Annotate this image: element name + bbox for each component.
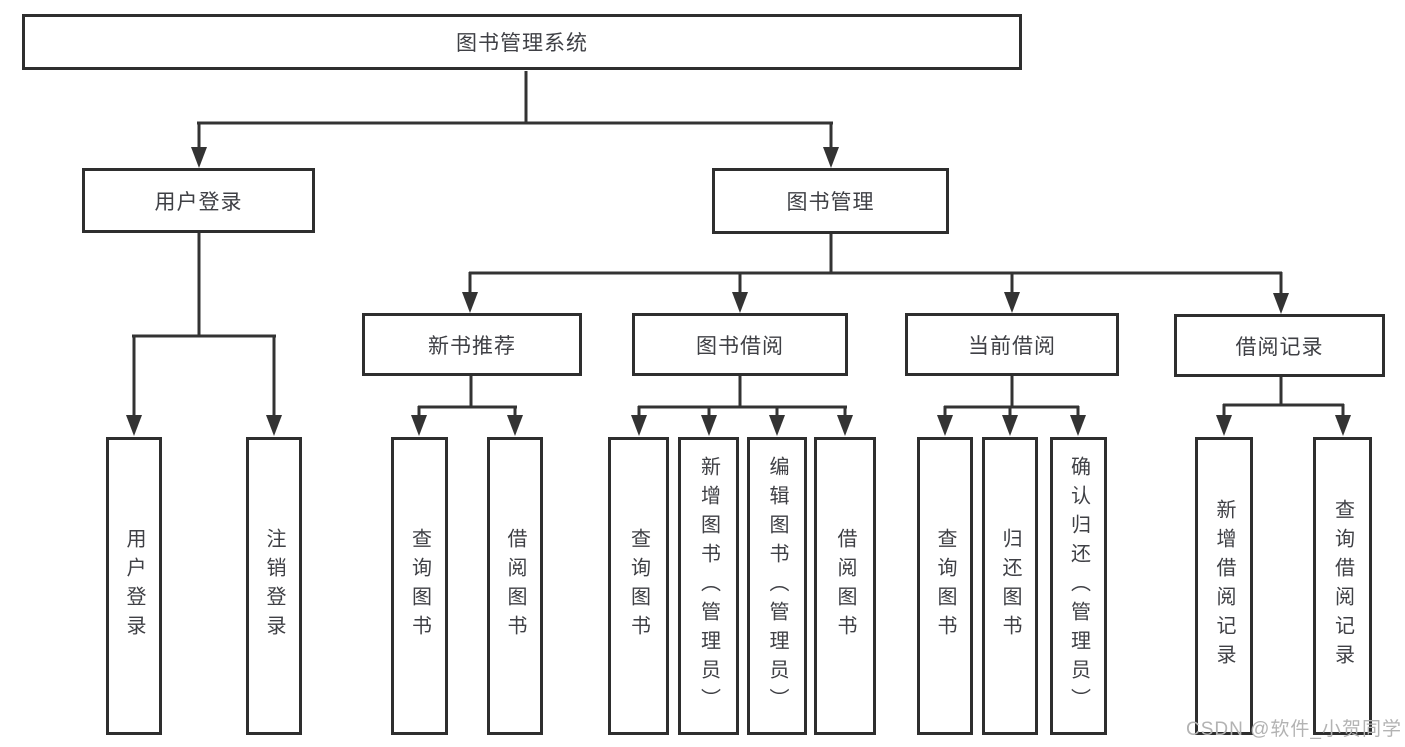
leaf-query-books-current: 查询图书 [917, 437, 973, 735]
leaf-return-book: 归还图书 [982, 437, 1038, 735]
leaf-add-book-admin: 新增图书（管理员） [678, 437, 739, 735]
leaf-logout: 注销登录 [246, 437, 302, 735]
leaf-query-borrow-record: 查询借阅记录 [1313, 437, 1372, 735]
node-borrow-records: 借阅记录 [1174, 314, 1385, 377]
leaf-query-books-recommend: 查询图书 [391, 437, 448, 735]
leaf-borrow-books-recommend: 借阅图书 [487, 437, 543, 735]
leaf-edit-book-admin: 编辑图书（管理员） [747, 437, 807, 735]
leaf-query-books-borrow: 查询图书 [608, 437, 669, 735]
csdn-watermark: CSDN @软件_小贺同学 [1186, 719, 1402, 740]
node-book-borrow: 图书借阅 [632, 313, 848, 376]
node-current-borrow: 当前借阅 [905, 313, 1119, 376]
leaf-borrow-books: 借阅图书 [814, 437, 876, 735]
node-book-management: 图书管理 [712, 168, 949, 234]
node-user-login: 用户登录 [82, 168, 315, 233]
leaf-add-borrow-record: 新增借阅记录 [1195, 437, 1253, 735]
node-new-book-recommend: 新书推荐 [362, 313, 582, 376]
leaf-confirm-return-admin: 确认归还（管理员） [1050, 437, 1107, 735]
node-library-system: 图书管理系统 [22, 14, 1022, 70]
leaf-user-login: 用户登录 [106, 437, 162, 735]
